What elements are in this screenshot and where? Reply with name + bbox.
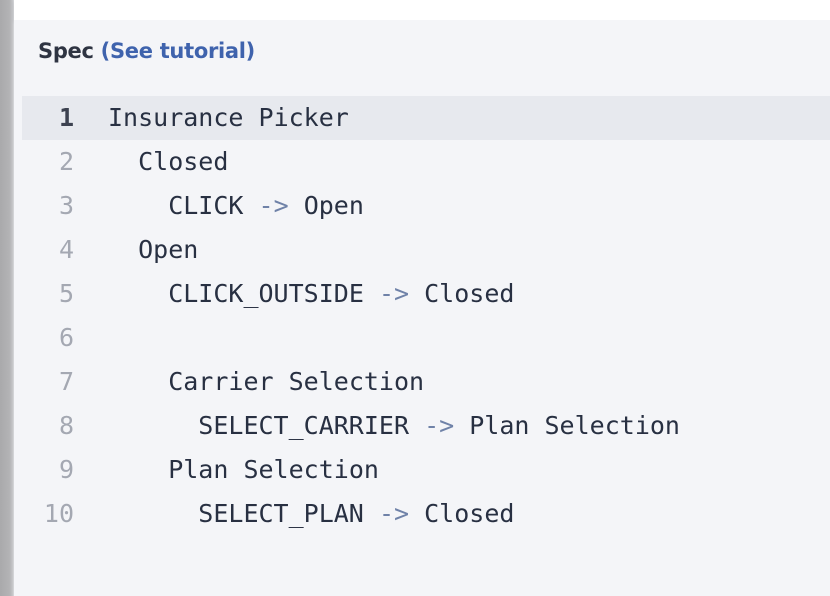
line-number: 1 [58,103,74,132]
line-number: 9 [58,455,74,484]
code-content: Closed [108,140,228,184]
code-content: Carrier Selection [108,360,424,404]
code-line[interactable]: 5 CLICK_OUTSIDE -> Closed [22,272,830,316]
code-content: Insurance Picker [108,96,349,140]
code-line[interactable]: 7 Carrier Selection [22,360,830,404]
target-state: Open [303,191,364,220]
code-content: CLICK_OUTSIDE -> Closed [108,272,514,316]
line-number: 2 [58,147,74,176]
line-number: 8 [58,411,74,440]
code-line[interactable]: 2 Closed [22,140,830,184]
transition-arrow: -> [378,279,410,308]
machine-name: Insurance Picker [108,103,349,132]
code-line[interactable]: 6 [22,316,830,360]
line-number: 5 [58,279,74,308]
line-number: 7 [58,367,74,396]
target-state: Closed [424,499,515,528]
code-line[interactable]: 9 Plan Selection [22,448,830,492]
code-line[interactable]: 3 CLICK -> Open [22,184,830,228]
event-name: SELECT_PLAN [198,499,364,528]
code-line[interactable]: 4 Open [22,228,830,272]
line-number: 4 [58,235,74,264]
event-name: SELECT_CARRIER [198,411,410,440]
top-bar [14,0,830,20]
see-tutorial-link[interactable]: (See tutorial) [100,39,256,63]
event-name: CLICK_OUTSIDE [168,279,364,308]
code-content: SELECT_PLAN -> Closed [108,492,514,536]
state-name: Closed [138,147,229,176]
code-content: Open [108,228,198,272]
code-content: Plan Selection [108,448,379,492]
state-name: Carrier Selection [168,367,425,396]
line-number: 6 [58,323,74,352]
transition-arrow: -> [258,191,289,220]
target-state: Plan Selection [469,411,680,440]
code-line[interactable]: 1 Insurance Picker [22,96,830,140]
line-number: 3 [58,191,74,220]
state-name: Plan Selection [168,455,379,484]
spec-header: Spec (See tutorial) [38,39,255,63]
window-edge [0,0,14,596]
code-line[interactable]: 8 SELECT_CARRIER -> Plan Selection [22,404,830,448]
state-name: Open [138,235,199,264]
code-content: CLICK -> Open [108,184,364,228]
spec-title: Spec [38,39,94,63]
code-line[interactable]: 10 SELECT_PLAN -> Closed [22,492,830,536]
code-content: SELECT_CARRIER -> Plan Selection [108,404,680,448]
line-number: 10 [43,499,74,528]
transition-arrow: -> [378,499,410,528]
target-state: Closed [424,279,515,308]
transition-arrow: -> [424,411,455,440]
event-name: CLICK [168,191,244,220]
